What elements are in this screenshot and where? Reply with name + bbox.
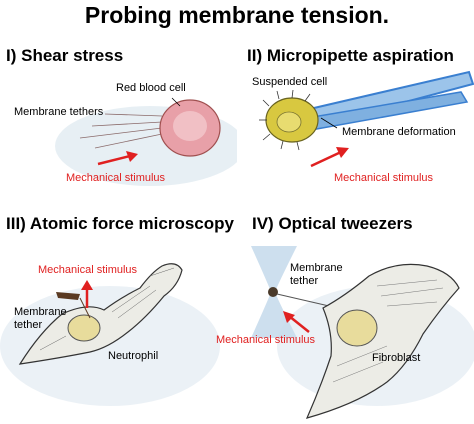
panel-1-cell-label: Red blood cell (116, 82, 186, 94)
panel-1-stimulus-label: Mechanical stimulus (66, 172, 166, 184)
suspended-cell (259, 89, 319, 151)
panel-4-cell-label: Fibroblast (372, 352, 421, 364)
panel-4-stimulus-label: Mechanical stimulus (216, 334, 316, 346)
afm-cantilever (56, 292, 80, 300)
panel-1-illustration (55, 97, 237, 186)
panel-2-illustration (259, 70, 474, 168)
fibroblast (305, 263, 460, 419)
panel-2-deformation-label: Membrane deformation (342, 126, 456, 138)
panel-3-tether-label-2: tether (14, 319, 43, 331)
panel-3-illustration (0, 263, 220, 406)
panel-3-stimulus-label: Mechanical stimulus (38, 264, 138, 276)
figure-title: Probing membrane tension. (84, 2, 390, 28)
panel-3-heading: III) Atomic force microscopy (6, 214, 234, 233)
panel-4-tether-label-1: Membrane (290, 262, 343, 274)
panel-4-tether-label-2: tether (290, 275, 319, 287)
panel-4-heading: IV) Optical tweezers (252, 214, 413, 233)
panel-2-heading: II) Micropipette aspiration (247, 46, 454, 65)
panel-3-tether-label-1: Membrane (14, 306, 67, 318)
panel-2-cell-label: Suspended cell (252, 76, 328, 88)
bead (268, 287, 278, 297)
panel-1-tethers-label: Membrane tethers (14, 106, 104, 118)
panel-4-illustration (251, 246, 474, 419)
panel-3-cell-label: Neutrophil (108, 350, 159, 362)
panel-2-stimulus-label: Mechanical stimulus (334, 172, 434, 184)
panel-1-heading: I) Shear stress (6, 46, 124, 65)
